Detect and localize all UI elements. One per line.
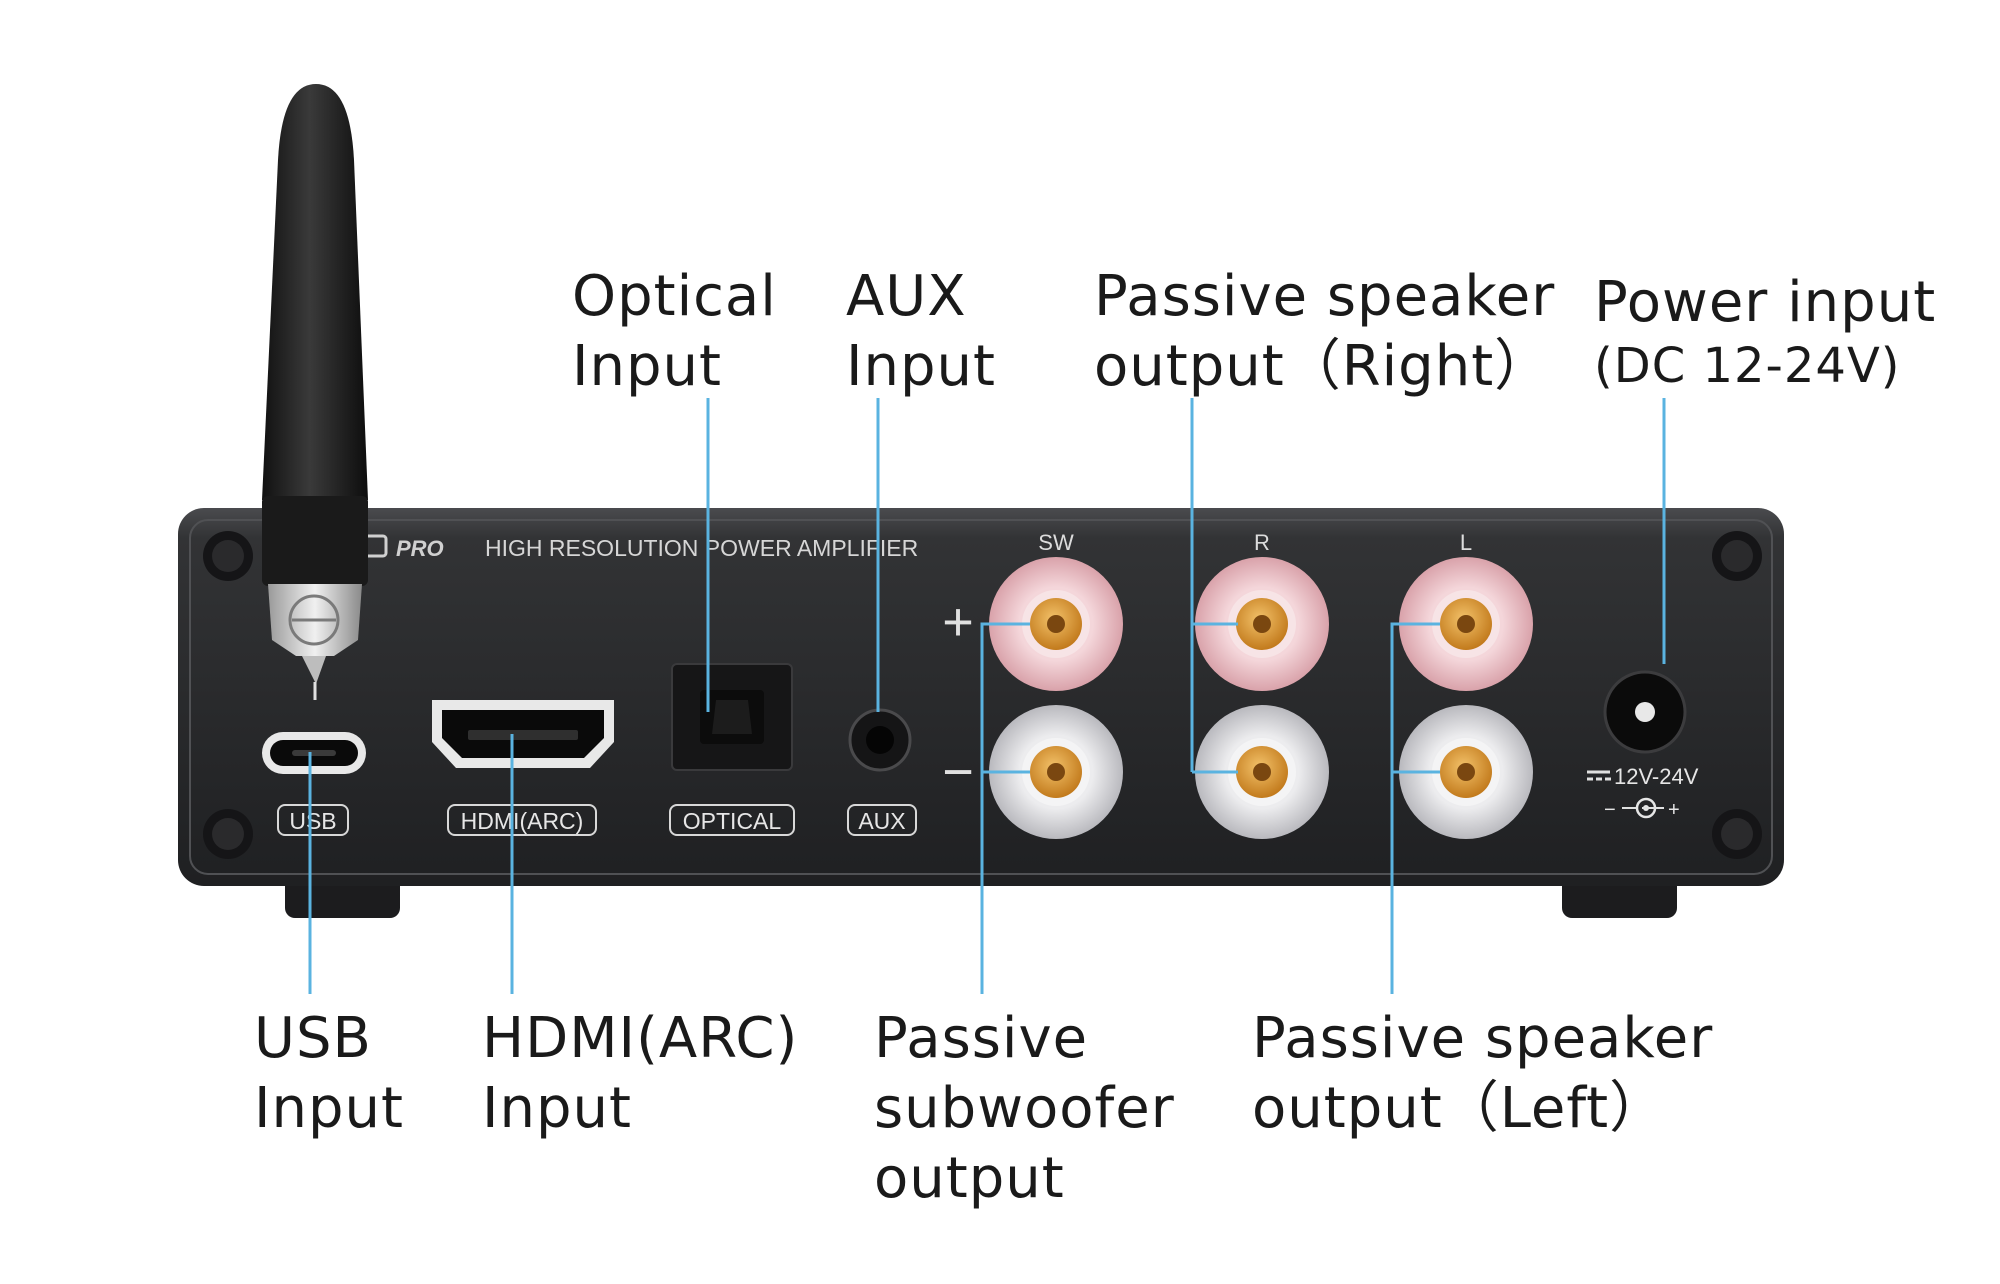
terminal-r-plus[interactable] (1195, 557, 1329, 691)
power-rating: 12V-24V − + (1587, 764, 1699, 821)
optical-port-label: OPTICAL (683, 808, 782, 834)
channel-label-r: R (1254, 530, 1270, 555)
aux-port-label: AUX (858, 808, 905, 834)
callout-power: Power input(DC 12-24V) (1594, 270, 1937, 394)
usb-port[interactable] (262, 732, 366, 774)
brand-suffix: PRO (396, 536, 444, 561)
channel-label-sw: SW (1038, 530, 1074, 555)
usb-port-label: USB (289, 808, 336, 834)
power-rating-text: 12V-24V (1614, 764, 1699, 789)
dc-power-jack[interactable] (1603, 670, 1687, 754)
leader-lines (308, 398, 1666, 994)
terminal-l-minus[interactable] (1399, 705, 1533, 839)
terminal-r-minus[interactable] (1195, 705, 1329, 839)
leader-speaker-right-path (1190, 398, 1238, 774)
optical-port[interactable] (671, 663, 793, 771)
power-polarity-minus: − (1604, 799, 1616, 821)
leader-speaker-left (1390, 622, 1440, 994)
hdmi-port[interactable] (432, 700, 614, 768)
hdmi-port-label: HDMI(ARC) (461, 808, 584, 834)
channel-label-l: L (1460, 530, 1472, 555)
callout-hdmi: HDMI(ARC)Input (482, 1006, 799, 1141)
terminal-l-plus[interactable] (1399, 557, 1533, 691)
screws (203, 531, 1762, 859)
port-labels: USB HDMI(ARC) OPTICAL AUX (277, 804, 917, 836)
aux-port[interactable] (848, 708, 912, 772)
plus-mark: + (942, 592, 974, 652)
antenna (262, 84, 368, 700)
model-text: HIGH RESOLUTION POWER AMPLIFIER (485, 535, 918, 561)
power-polarity-plus: + (1668, 799, 1680, 821)
terminal-sw-minus[interactable] (989, 705, 1123, 839)
minus-mark: − (942, 742, 974, 802)
terminal-sw-plus[interactable] (989, 557, 1123, 691)
leader-subwoofer (980, 622, 1030, 994)
